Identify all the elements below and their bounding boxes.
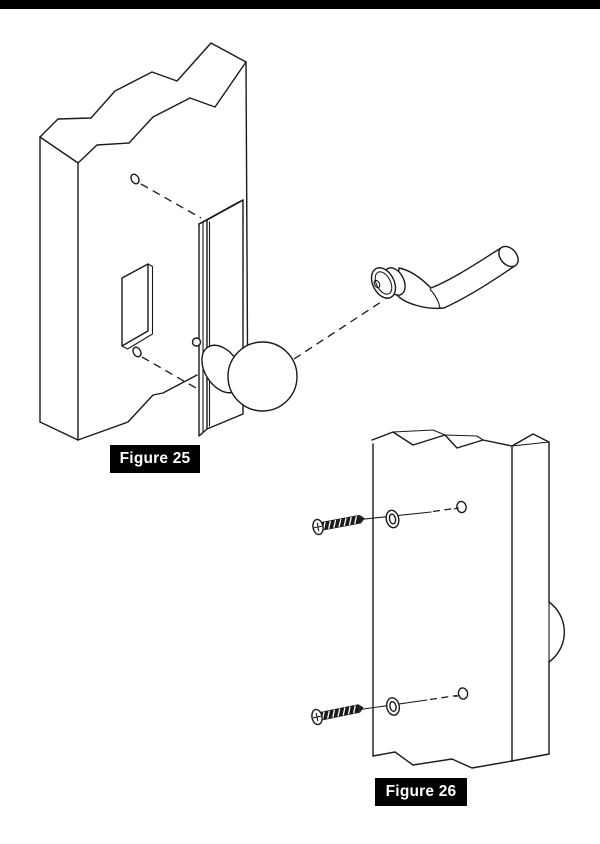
- mounting-screw-lower: [311, 704, 364, 725]
- lever-set-screw: [373, 279, 381, 288]
- knob-profile-arc: [549, 602, 564, 662]
- guide-lower-screw: [430, 696, 457, 700]
- guide-lines: [141, 184, 381, 388]
- mortise-cutout: [122, 264, 153, 349]
- lever-base-flange: [367, 264, 401, 302]
- mounting-screw-upper: [312, 514, 365, 536]
- guide-lower-hole: [142, 357, 196, 388]
- escutcheon-plate: [193, 200, 244, 436]
- screw-hole-lower: [457, 687, 468, 700]
- door-panel: [40, 43, 248, 440]
- screw-assembly-upper: [312, 501, 467, 536]
- lever-tube: [397, 248, 516, 308]
- plate-edge-screw-hole: [193, 338, 201, 346]
- top-divider-bar: [0, 0, 600, 9]
- lever-end-cap: [495, 243, 522, 271]
- door-knob: [194, 338, 297, 411]
- guide-upper-screw: [433, 508, 458, 512]
- figure-25-caption: Figure 25: [110, 445, 200, 473]
- guide-upper-hole: [141, 184, 201, 218]
- pilot-hole-upper: [129, 173, 140, 185]
- pilot-hole-lower: [131, 346, 142, 358]
- knob-sphere: [228, 342, 297, 411]
- figure-26-illustration: [311, 430, 565, 768]
- door-panel-reverse: [372, 430, 564, 768]
- lever-elbow-crease: [430, 289, 440, 308]
- figure-26-caption: Figure 26: [375, 778, 467, 806]
- guide-lever: [294, 302, 381, 359]
- lever-handle: [367, 243, 522, 309]
- screw-assembly-lower: [311, 687, 469, 725]
- figure-25-illustration: [40, 43, 522, 440]
- screw-hole-upper: [456, 501, 467, 514]
